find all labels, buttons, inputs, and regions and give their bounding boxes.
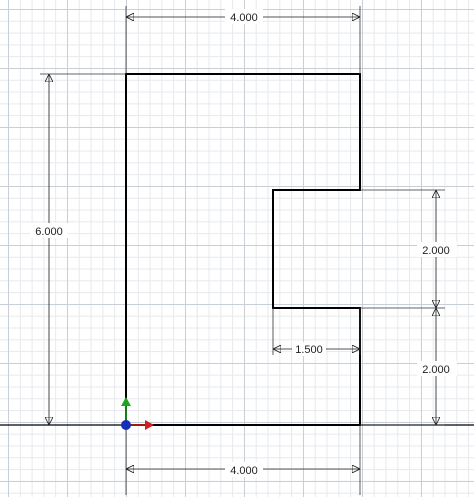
x-axis-arrowhead [145, 420, 154, 430]
dimension-top-width-label: 4.000 [230, 12, 258, 24]
origin-triad[interactable] [121, 397, 154, 430]
dimension-notch-depth[interactable]: 1.500 [273, 342, 360, 356]
dimension-left-height-label: 6.000 [35, 226, 63, 238]
dimension-lower-height-label: 2.000 [422, 364, 450, 376]
dimension-notch-height-label: 2.000 [422, 245, 450, 257]
sketch-profile[interactable] [125, 73, 361, 426]
dimension-bottom-width-label: 4.000 [230, 465, 258, 477]
extension-lines [40, 6, 445, 495]
dimension-lower-height[interactable]: 2.000 [417, 308, 457, 425]
dimension-left-height[interactable]: 6.000 [30, 74, 68, 425]
dimension-notch-depth-label: 1.500 [295, 344, 323, 356]
y-axis-arrowhead [121, 397, 131, 406]
dimension-top-width[interactable]: 4.000 [126, 9, 360, 24]
dimension-notch-height[interactable]: 2.000 [417, 190, 457, 308]
origin-point-icon[interactable] [121, 420, 131, 430]
dimension-bottom-width[interactable]: 4.000 [126, 462, 360, 477]
